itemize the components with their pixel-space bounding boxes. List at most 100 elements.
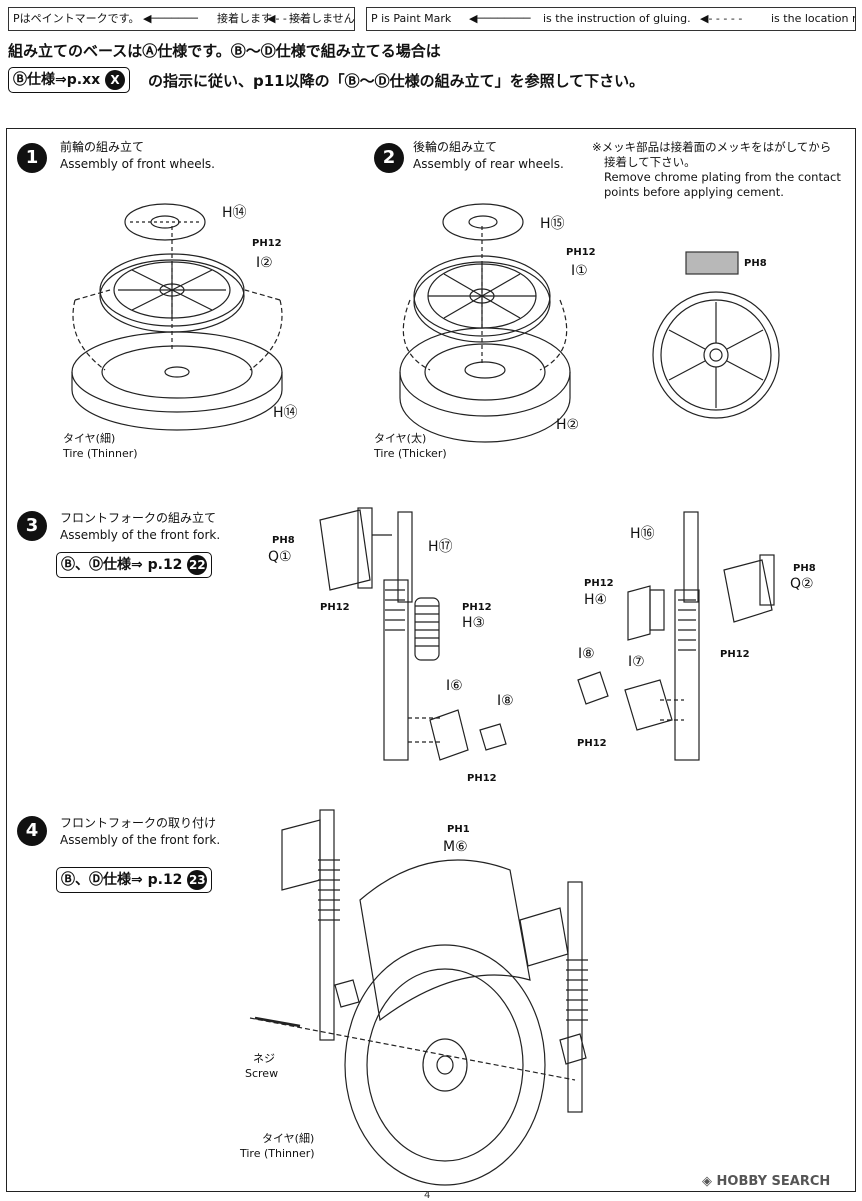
s3-paint-ph12-left: PH12 (320, 602, 350, 613)
fork-right-assembly (577, 511, 775, 761)
noglue-arrow-icon: ◀- - - - (267, 12, 302, 25)
s4-label-m6: M⑥ (443, 839, 468, 855)
chrome-note-en2: points before applying cement. (604, 185, 784, 199)
s2-tire-en: Tire (Thicker) (374, 447, 447, 460)
chrome-wheel (652, 291, 780, 419)
legend-paint-jp: Pはペイントマークです。 (13, 12, 140, 25)
s3-paint-ph12-right2: PH12 (720, 649, 750, 660)
s1-label-i2: I② (256, 255, 273, 271)
step-1-title-jp: 前輪の組み立て (60, 140, 145, 154)
instruction-frame (6, 128, 856, 1192)
s2-label-i1: I① (571, 263, 588, 279)
step-4-title-jp: フロントフォークの取り付け (60, 816, 217, 830)
brand-logo-icon: ◈ (702, 1174, 712, 1189)
chrome-note: ※メッキ部品は接着面のメッキをはがしてから 接着して下さい。 Remove ch… (592, 140, 841, 200)
s2-label-h15: H⑮ (540, 216, 565, 232)
rear-tire (399, 299, 571, 443)
step-2-title-en: Assembly of rear wheels. (413, 157, 564, 171)
step-1-title: 前輪の組み立て Assembly of front wheels. (60, 139, 215, 173)
header-pill-text: Ⓑ仕様⇒p.xx (13, 72, 101, 88)
s2-tire-jp: タイヤ(太) (374, 432, 427, 445)
header-line1: 組み立てのベースはⒶ仕様です。Ⓑ～Ⓓ仕様で組み立てる場合は (8, 42, 441, 60)
s3-label-q2: Q② (790, 576, 814, 592)
s3-label-h3: H③ (462, 615, 486, 631)
s1-tire-en: Tire (Thinner) (63, 447, 138, 460)
step-3-number: 3 (17, 511, 47, 541)
s4-screw-jp: ネジ (253, 1052, 275, 1065)
s3-paint-ph8-left: PH8 (272, 535, 295, 546)
s3-label-h16: H⑯ (630, 526, 655, 542)
noglue-arrow-icon: ◀- - - - - (700, 12, 743, 25)
legend-paint-en: P is Paint Mark (371, 12, 452, 25)
s3-label-h17: H⑰ (428, 539, 453, 555)
fork-left-assembly (319, 507, 507, 761)
step-4-ref-text: Ⓑ、Ⓓ仕様⇒ p.12 (61, 872, 183, 888)
step-1-title-en: Assembly of front wheels. (60, 157, 215, 171)
s1-paint-ph12: PH12 (252, 238, 282, 249)
step-4-ref-badge: 23 (187, 870, 208, 890)
s3-paint-ph12-mid: PH12 (462, 602, 492, 613)
s1-label-h14-top: H⑭ (222, 205, 247, 221)
s4-screw-label: ネジ Screw (245, 1051, 278, 1081)
legend-glue-jp: 接着します (217, 12, 272, 25)
chrome-note-jp1: ※メッキ部品は接着面のメッキをはがしてから (592, 140, 832, 154)
s4-tire-label: タイヤ(細) Tire (Thinner) (240, 1131, 315, 1161)
s3-label-i7: I⑦ (628, 654, 645, 670)
step-2-title: 後輪の組み立て Assembly of rear wheels. (413, 139, 564, 173)
rear-wheel-hub-disc-top (442, 203, 524, 241)
paint-swatch (685, 251, 739, 275)
step-4-title-en: Assembly of the front fork. (60, 833, 221, 847)
front-end-assembly (249, 809, 588, 1186)
s4-tire-en: Tire (Thinner) (240, 1147, 315, 1160)
step-4-title: フロントフォークの取り付け Assembly of the front fork… (60, 815, 220, 849)
front-tire (71, 289, 283, 431)
s4-screw-en: Screw (245, 1067, 279, 1080)
legend-noglue-jp: 接着しません (289, 12, 355, 25)
s1-tire-label: タイヤ(細) Tire (Thinner) (63, 431, 138, 461)
s3-label-h4: H④ (584, 592, 608, 608)
legend-en: P is Paint Mark ◀──────── is the instruc… (366, 7, 856, 31)
footer-brand: ◈ HOBBY SEARCH (702, 1174, 830, 1189)
glue-arrow-icon: ◀──────── (469, 12, 531, 25)
s3-paint-ph8-right: PH8 (793, 563, 816, 574)
legend-noglue-en: is the location no gluing. (771, 12, 855, 25)
step-1-number: 1 (17, 143, 47, 173)
s1-tire-jp: タイヤ(細) (63, 432, 116, 445)
step-4-number: 4 (17, 816, 47, 846)
s1-label-h14-bottom: H⑭ (273, 405, 298, 421)
step-3-title: フロントフォークの組み立て Assembly of the front fork… (60, 510, 220, 544)
s3-label-i8-right: I⑧ (578, 646, 595, 662)
s4-paint-ph1: PH1 (447, 824, 470, 835)
header-spec-pill: Ⓑ仕様⇒p.xx X (8, 67, 131, 93)
s2-label-h2: H② (556, 417, 580, 433)
s4-tire-jp: タイヤ(細) (262, 1132, 315, 1145)
header-line2: の指示に従い、p11以降の「Ⓑ～Ⓓ仕様の組み立て」を参照して下さい。 (148, 72, 645, 90)
s3-label-i6: I⑥ (446, 678, 463, 694)
legend-glue-en: is the instruction of gluing. (543, 12, 691, 25)
s3-label-i8-left: I⑧ (497, 693, 514, 709)
step-4-spec-ref: Ⓑ、Ⓓ仕様⇒ p.12 23 (56, 867, 213, 893)
front-wheel-hub-disc-top (124, 203, 206, 241)
s2-paint-ph12: PH12 (566, 247, 596, 258)
page-number: 4 (424, 1190, 431, 1201)
s3-paint-ph12-bottom: PH12 (467, 773, 497, 784)
glue-arrow-icon: ◀─────── (143, 12, 198, 25)
step-3-title-jp: フロントフォークの組み立て (60, 511, 217, 525)
header-pill-badge: X (105, 70, 126, 90)
brand-name: HOBBY SEARCH (716, 1174, 831, 1189)
s3-label-q1: Q① (268, 549, 292, 565)
step-3-title-en: Assembly of the front fork. (60, 528, 221, 542)
step-3-ref-text: Ⓑ、Ⓓ仕様⇒ p.12 (61, 557, 183, 573)
chrome-paint-ph8: PH8 (744, 258, 767, 269)
step-2-number: 2 (374, 143, 404, 173)
step-3-spec-ref: Ⓑ、Ⓓ仕様⇒ p.12 22 (56, 552, 213, 578)
s3-paint-ph12-right1: PH12 (584, 578, 614, 589)
step-2-title-jp: 後輪の組み立て (413, 140, 498, 154)
step-3-ref-badge: 22 (187, 555, 208, 575)
s3-paint-ph12-right3: PH12 (577, 738, 607, 749)
legend-jp: Pはペイントマークです。 ◀─────── 接着します ◀- - - - 接着し… (8, 7, 355, 31)
chrome-note-en1: Remove chrome plating from the contact (604, 170, 841, 184)
s2-tire-label: タイヤ(太) Tire (Thicker) (374, 431, 447, 461)
chrome-note-jp2: 接着して下さい。 (604, 155, 696, 169)
